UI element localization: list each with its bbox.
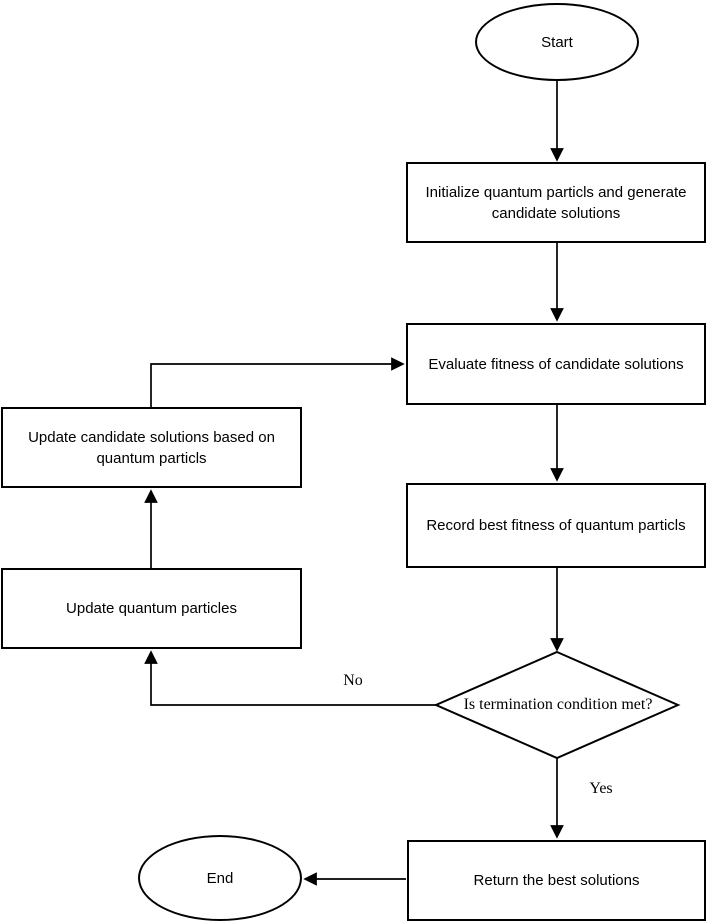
node-update-candidates-label: Update candidate solutions based on quan… bbox=[28, 428, 275, 467]
node-return-best: Return the best solutions bbox=[407, 840, 706, 921]
node-start-label: Start bbox=[541, 33, 573, 51]
edge-update-candidates-evaluate bbox=[150, 357, 405, 407]
node-record: Record best fitness of quantum particls bbox=[406, 483, 706, 568]
node-end: End bbox=[138, 835, 302, 921]
node-update-candidates: Update candidate solutions based on quan… bbox=[1, 407, 302, 488]
decision-diamond-shape bbox=[433, 650, 681, 760]
node-evaluate-label: Evaluate fitness of candidate solutions bbox=[428, 355, 684, 373]
node-end-label: End bbox=[206, 869, 234, 887]
node-start: Start bbox=[475, 3, 639, 81]
edge-decision-update-particles-no bbox=[144, 650, 436, 706]
node-initialize: Initialize quantum particls and generate… bbox=[406, 162, 706, 243]
node-record-label: Record best fitness of quantum particls bbox=[426, 517, 686, 534]
node-return-best-label: Return the best solutions bbox=[473, 872, 640, 889]
node-initialize-label: Initialize quantum particls and generate… bbox=[425, 183, 687, 222]
node-evaluate: Evaluate fitness of candidate solutions bbox=[406, 323, 706, 405]
node-update-particles-label: Update quantum particles bbox=[66, 600, 237, 617]
node-update-particles: Update quantum particles bbox=[1, 568, 302, 649]
